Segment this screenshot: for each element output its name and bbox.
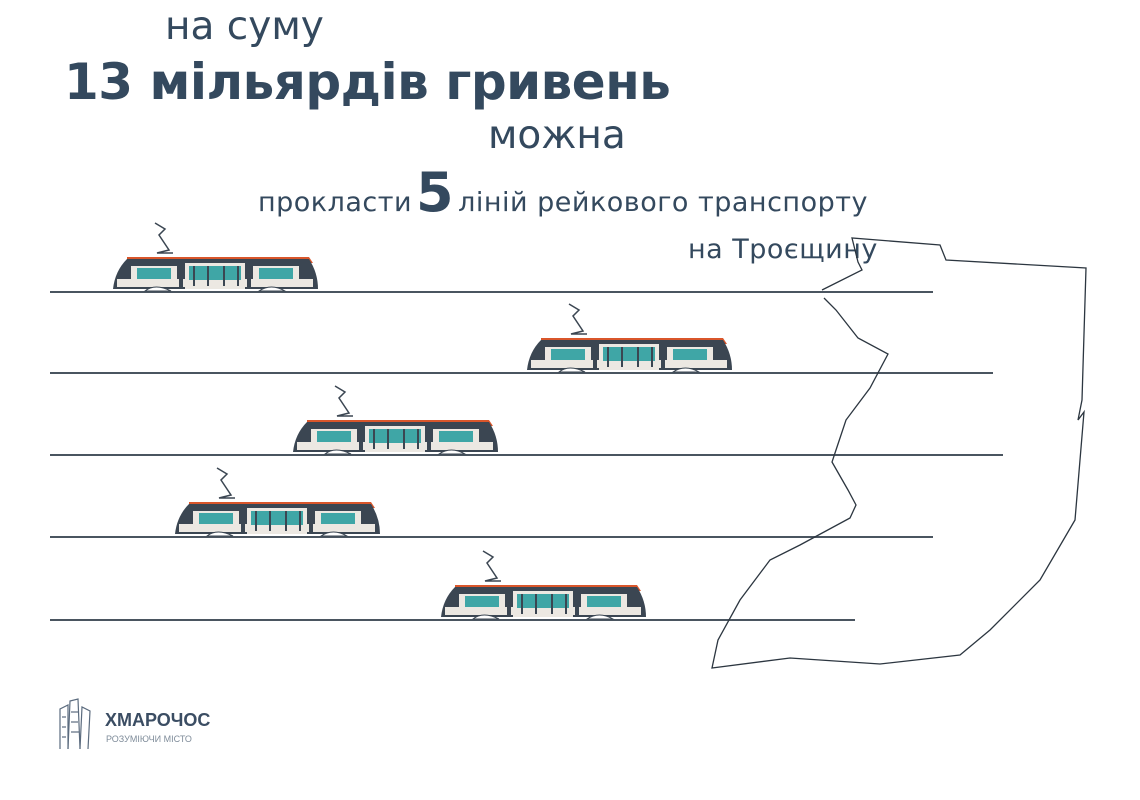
line4-pre: прокласти [258, 187, 413, 218]
tram-5 [440, 550, 647, 620]
tram-2 [526, 303, 733, 373]
lines-number: 5 [416, 161, 455, 224]
headline-line1: на суму [165, 4, 324, 49]
headline-line5: на Троєщину [688, 234, 878, 265]
line4-post: ліній рейкового транспорту [458, 187, 868, 218]
tram-1 [112, 222, 319, 292]
logo-name: ХМАРОЧОС [105, 710, 211, 730]
headline-amount: 13 мільярдів гривень [64, 53, 671, 111]
logo-skyscraper-icon [59, 698, 91, 750]
tram-4 [174, 467, 381, 537]
logo-tagline: РОЗУМІЮЧИ МІСТО [106, 734, 192, 744]
tram-3 [292, 385, 499, 455]
headline-line3: можна [488, 113, 626, 158]
troieshchyna-map-outline [711, 237, 1087, 669]
